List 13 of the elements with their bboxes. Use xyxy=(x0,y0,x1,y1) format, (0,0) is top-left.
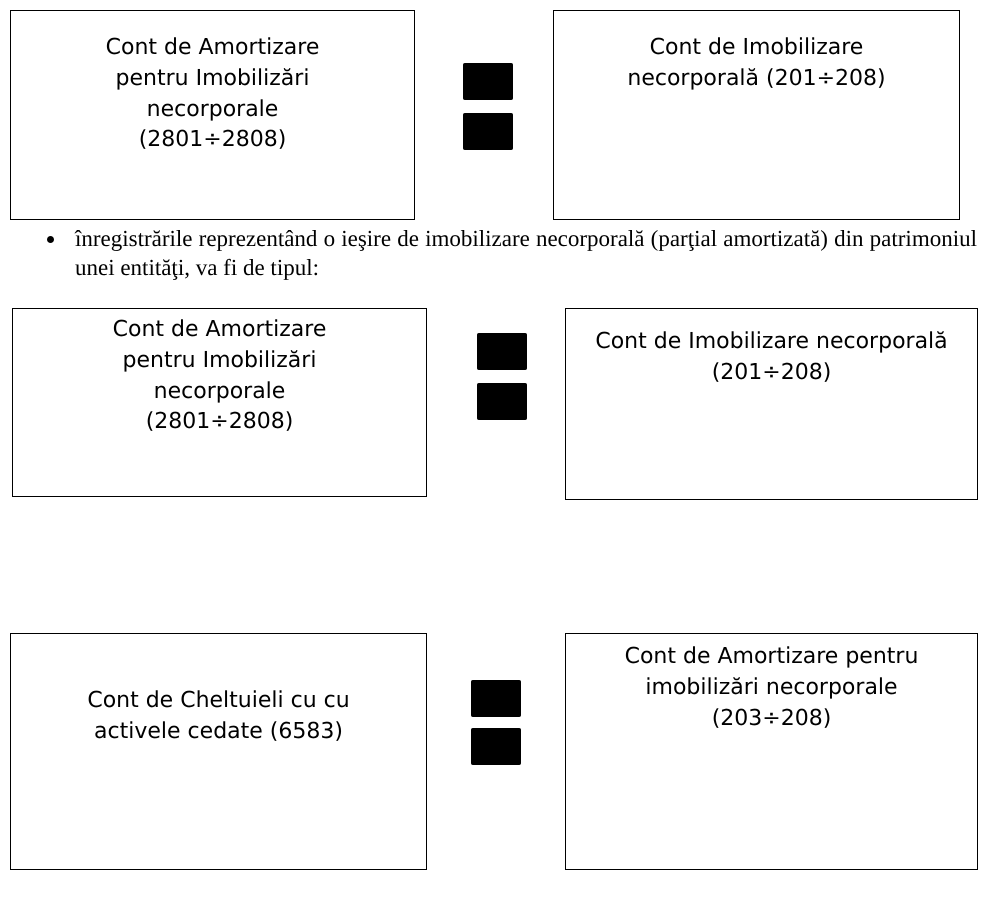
account-box xyxy=(12,308,427,497)
account-box xyxy=(10,10,415,220)
account-name: Cont de Imobilizare necorporală (201÷208) xyxy=(594,328,949,387)
bullet-text: înregistrările reprezentând o ieşire de imobilizare necorporală (parţial amortizată) din patrimoniul unei entităţi, va fi de tipul: xyxy=(75,225,977,282)
account-box xyxy=(10,633,427,870)
account-name: Cont de Cheltuieli cu cu activele cedate (6583) xyxy=(86,687,351,746)
account-name: Cont de Amortizare pentru Imobilizări necorporale (2801÷2808) xyxy=(104,34,320,154)
account-name: Cont de Imobilizare necorporală (201÷208) xyxy=(626,34,887,93)
account-box xyxy=(565,633,978,870)
account-name: Cont de Amortizare pentru imobilizări necorporale (203÷208) xyxy=(624,643,920,733)
account-box xyxy=(565,308,978,500)
account-box xyxy=(553,10,960,220)
account-name: Cont de Amortizare pentru Imobilizări necorporale (2801÷2808) xyxy=(112,316,328,436)
